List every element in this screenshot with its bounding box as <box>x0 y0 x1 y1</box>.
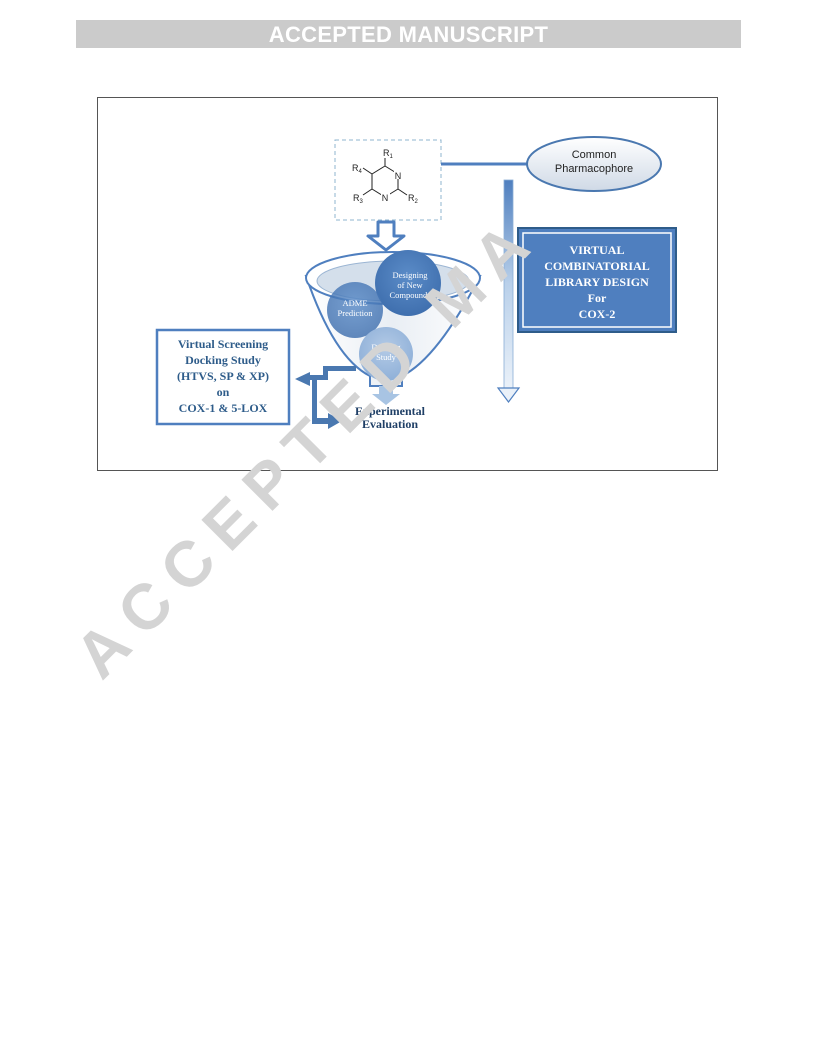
ring-nitrogen-top: N <box>395 171 402 181</box>
designing-line3: Compounds <box>389 290 430 300</box>
substituent-r1: R1 <box>383 148 394 160</box>
funnel-outlet-arrow-icon <box>372 386 400 405</box>
designing-compounds-circle <box>375 250 441 316</box>
substituent-r4: R4 <box>352 163 363 175</box>
structure-box <box>334 139 442 221</box>
library-design-box <box>517 227 677 333</box>
screening-line2: Docking Study <box>185 353 261 367</box>
designing-line1: Designing <box>393 270 429 280</box>
step-arrows <box>295 366 356 429</box>
accepted-manuscript-banner: ACCEPTED MANUSCRIPT <box>76 20 741 48</box>
graphical-abstract-figure: N N R1 R2 R3 R4 Common Pharmacophore VIR… <box>97 97 718 471</box>
down-arrow-icon <box>366 220 406 252</box>
virtual-screening-box <box>155 328 291 426</box>
docking-line2: Study <box>376 352 397 362</box>
adme-line1: ADME <box>342 298 367 308</box>
substituent-r2: R2 <box>408 193 419 205</box>
library-line4: For <box>588 291 607 305</box>
screening-line3: (HTVS, SP & XP) <box>177 369 269 383</box>
adme-line2: Prediction <box>338 308 374 318</box>
substituent-r3: R3 <box>353 193 364 205</box>
library-line3: LIBRARY DESIGN <box>545 275 649 289</box>
workflow-diagram: N N R1 R2 R3 R4 Common Pharmacophore VIR… <box>155 136 677 431</box>
docking-study-circle <box>359 327 413 381</box>
library-line1: VIRTUAL <box>570 243 625 257</box>
screening-line5: COX-1 & 5-LOX <box>179 401 268 415</box>
vertical-flow-arrow <box>496 179 521 403</box>
library-line2: COMBINATORIAL <box>544 259 650 273</box>
pharmacophore-line1: Common <box>572 149 617 161</box>
library-line5: COX-2 <box>579 307 616 321</box>
common-pharmacophore-ellipse <box>526 136 662 192</box>
adme-prediction-circle <box>327 282 383 338</box>
ring-nitrogen-bottom: N <box>382 193 389 203</box>
experimental-line2: Evaluation <box>362 417 418 431</box>
screening-line1: Virtual Screening <box>178 337 268 351</box>
pharmacophore-line2: Pharmacophore <box>555 163 633 175</box>
docking-line1: Docking <box>371 342 401 352</box>
designing-line2: of New <box>397 280 423 290</box>
screening-line4: on <box>217 385 230 399</box>
experimental-line1: Experimental <box>355 404 426 418</box>
